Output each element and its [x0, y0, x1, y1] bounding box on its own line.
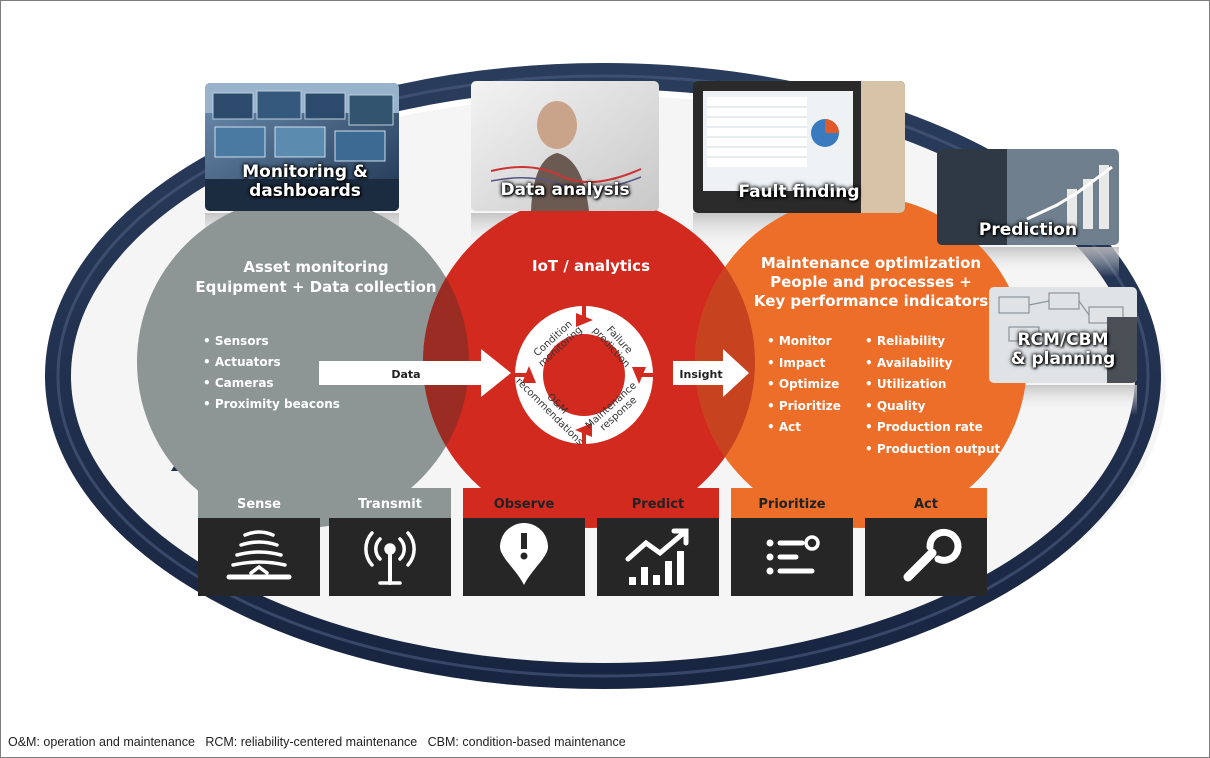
priority-list-icon — [766, 535, 820, 575]
asset-title-line2: Equipment + Data collection — [195, 278, 437, 296]
sense-icon — [226, 530, 292, 580]
monitoring-photo: Monitoring & dashboards — [205, 83, 399, 211]
footnote: O&M: operation and maintenance RCM: reli… — [8, 735, 626, 749]
step-icon-tile — [198, 518, 320, 596]
fault-finding-caption: Fault finding — [738, 182, 860, 202]
maintenance-title-line3: Key performance indicators — [753, 292, 989, 310]
bullet-item: • Act — [767, 420, 801, 434]
rcm-cbm-photo: RCM/CBM & planning — [989, 287, 1137, 383]
antenna-icon — [364, 531, 416, 585]
maintenance-bullets-left: • Monitor • Impact • Optimize • Prioritize •… — [767, 331, 841, 439]
bullet-item: • Proximity beacons — [203, 397, 340, 411]
bullet-item: • Actuators — [203, 355, 281, 369]
planning-image — [989, 287, 1137, 383]
bullet-item: • Production rate — [865, 420, 983, 434]
insight-arrow: Insight — [673, 349, 749, 397]
analysis-caption: Data analysis — [500, 180, 630, 200]
monitoring-caption: Monitoring & dashboards — [242, 162, 368, 201]
bullet-item: • Cameras — [203, 376, 274, 390]
maintenance-circle — [695, 196, 1027, 528]
data-arrow: Data — [319, 349, 511, 397]
bullet-item: • Reliability — [865, 334, 946, 348]
bullet-item: • Monitor — [767, 334, 832, 348]
maintenance-bullets-right: • Reliability • Availability • Utilization… — [865, 331, 1000, 460]
step-sense: Sense — [198, 488, 320, 596]
bullet-item: • Production output — [865, 441, 1001, 456]
bullet-item: • Impact — [767, 355, 826, 370]
process-steps: Sense Transmit Observe Predict Prioritize Act — [198, 488, 987, 596]
trend-chart-icon — [625, 528, 689, 585]
data-arrow-label: Data — [391, 368, 420, 381]
analysis-photo: Data analysis — [471, 81, 659, 211]
analyst-image — [471, 81, 659, 211]
iot-analytics-circle — [423, 196, 755, 528]
step-predict: Predict — [597, 488, 719, 596]
step-label: Act — [914, 497, 938, 512]
prediction-caption: Prediction — [978, 220, 1078, 240]
step-act: Act — [865, 488, 987, 596]
asset-title-line1: Asset monitoring — [243, 258, 389, 276]
bullet-item: • Optimize — [767, 377, 840, 391]
step-label: Transmit — [358, 497, 422, 512]
maintenance-title-line1: Maintenance optimization — [760, 254, 982, 272]
bullet-item: • Prioritize — [767, 398, 841, 413]
step-observe: Observe — [463, 488, 585, 596]
asset-title: Asset monitoring Equipment + Data collec… — [181, 257, 451, 297]
bullet-item: • Utilization — [865, 377, 947, 391]
step-label: Observe — [494, 497, 555, 512]
control-room-image — [205, 83, 399, 211]
growth-chart-image — [937, 149, 1119, 245]
rcm-cbm-caption: RCM/CBM & planning — [1010, 330, 1116, 369]
bullet-item: • Quality — [865, 398, 926, 413]
wrench-icon — [903, 528, 962, 582]
iot-title: IoT / analytics — [531, 257, 650, 275]
step-prioritize: Prioritize — [731, 488, 853, 596]
step-label: Sense — [237, 497, 281, 512]
fault-finding-photo: Fault finding — [693, 81, 905, 213]
step-label: Prioritize — [758, 497, 825, 512]
maintenance-title: Maintenance optimization People and proc… — [721, 254, 1021, 311]
bullet-item: • Availability — [865, 355, 953, 370]
insight-arrow-label: Insight — [679, 368, 722, 381]
maintenance-title-line2: People and processes + — [770, 273, 972, 291]
prediction-photo: Prediction — [937, 149, 1119, 245]
spreadsheet-image — [693, 81, 905, 213]
bullet-item: • Sensors — [203, 334, 269, 348]
map-pin-icon — [500, 523, 548, 585]
asset-bullets: • Sensors • Actuators • Cameras • Proximity… — [203, 331, 340, 415]
step-label: Predict — [632, 497, 684, 512]
asset-monitoring-circle — [137, 196, 469, 528]
step-transmit: Transmit — [329, 488, 451, 596]
